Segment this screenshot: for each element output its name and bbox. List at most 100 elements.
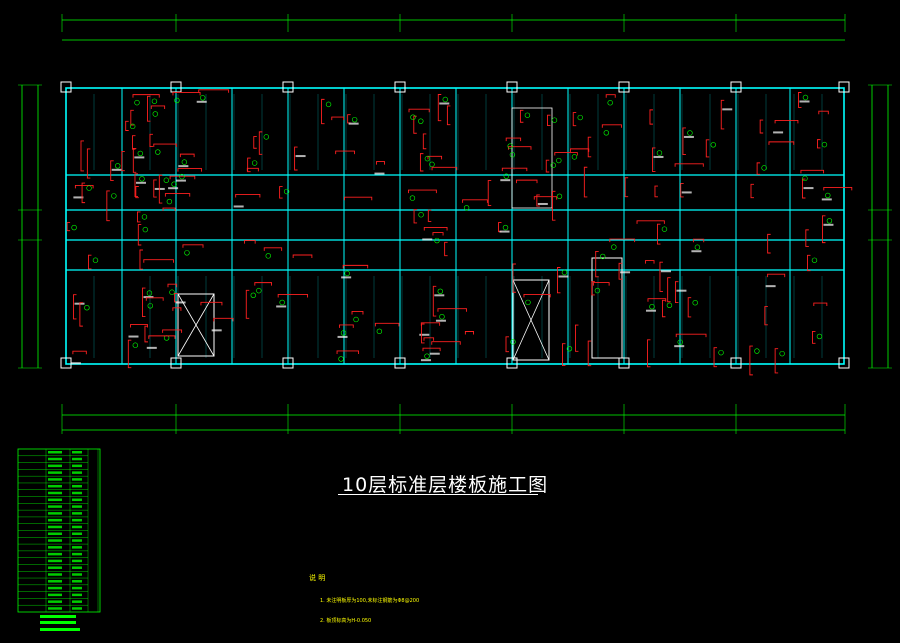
table-cell-text: [72, 573, 82, 576]
shaft: [177, 293, 215, 357]
rebar-bar: [421, 323, 425, 344]
rebar-bar: [569, 148, 590, 152]
table-cell-text: [72, 491, 82, 495]
table-cell-text: [48, 539, 62, 542]
rebar-bar: [125, 120, 129, 131]
column: [282, 81, 294, 93]
rebar-tag: [163, 177, 170, 183]
rebar-bar: [818, 110, 829, 115]
column: [506, 81, 518, 93]
column: [838, 81, 850, 93]
rebar-label: [422, 238, 433, 241]
rebar-label: [374, 172, 385, 175]
rebar-label: [348, 122, 359, 125]
rebar-tag: [550, 162, 556, 168]
rebar-tag: [439, 314, 445, 320]
table-cell-text: [72, 471, 82, 474]
rebar-bar: [132, 94, 160, 98]
rebar-tag: [141, 214, 148, 220]
rebar-bar: [73, 294, 77, 320]
rebar-bar: [624, 177, 629, 198]
rebar-bar: [172, 307, 182, 311]
rebar-bar: [294, 146, 298, 171]
table-cell-text: [72, 546, 82, 549]
rebar-tag: [152, 111, 158, 117]
rebar-bar: [813, 302, 828, 307]
rebar-bar: [66, 222, 71, 232]
rebar-bar: [153, 179, 157, 198]
rebar-bar: [147, 95, 151, 122]
rebar-label: [419, 333, 430, 336]
table-cell-text: [48, 484, 62, 488]
rebar-bar: [562, 343, 566, 366]
rebar-bar: [618, 262, 623, 280]
rebar-label: [128, 335, 139, 338]
rebar-tag: [687, 130, 693, 136]
rebar-bar: [106, 190, 110, 222]
table-cell-text: [48, 559, 62, 563]
stair: [591, 257, 623, 359]
shaft-cross: [512, 279, 550, 361]
table-cell-text: [48, 593, 62, 597]
table-cell-text: [48, 505, 62, 508]
rebar-label: [558, 275, 569, 278]
table-cell-text: [72, 505, 82, 508]
rebar-bar: [336, 350, 360, 354]
rebar-bar: [464, 331, 474, 335]
rebar-bar: [595, 251, 599, 278]
rebar-tag: [171, 181, 177, 187]
column: [618, 81, 630, 93]
rebar-bar: [198, 89, 230, 93]
rebar-label: [653, 155, 664, 158]
rebar-bar: [487, 180, 492, 206]
rebar-bar: [674, 281, 679, 304]
rebar-bar: [692, 238, 705, 243]
rebar-bar: [805, 229, 809, 247]
rebar-tag: [507, 143, 513, 149]
rebar-label: [154, 187, 165, 190]
table-cell-text: [72, 464, 82, 468]
rebar-tag: [256, 287, 262, 294]
rebar-label: [111, 168, 122, 171]
table-cell-text: [48, 532, 62, 535]
rebar-bar: [432, 232, 444, 236]
rebar-bar: [245, 289, 250, 319]
rebar-tag: [147, 303, 153, 309]
rebar-bar: [177, 168, 202, 172]
rebar-bar: [258, 131, 263, 155]
note-1: 1. 未注明板厚为100,未标注钢筋为Φ8@200: [320, 598, 420, 604]
rebar-bar: [583, 166, 588, 198]
rebar-bar: [244, 240, 256, 244]
column: [838, 357, 850, 369]
core: [511, 107, 553, 209]
rebar-bar: [86, 148, 91, 179]
rebar-tag: [418, 118, 424, 124]
rebar-bar: [768, 141, 795, 145]
rebar-label: [175, 179, 186, 182]
rebar-label: [799, 100, 810, 103]
rebar-bar: [130, 109, 134, 126]
rebar-tag: [146, 290, 153, 296]
rebar-tag: [666, 302, 673, 309]
column: [170, 357, 182, 369]
rebar-label: [722, 108, 733, 111]
rebar-bar: [137, 211, 141, 223]
rebar-bar: [162, 207, 176, 212]
rebar-bar: [149, 133, 153, 147]
rebar-tag: [181, 159, 188, 165]
rebar-bar: [427, 155, 443, 160]
rebar-bar: [132, 135, 136, 150]
rebar-label: [429, 352, 440, 355]
rebar-bar: [713, 347, 718, 368]
rebar-tag: [551, 117, 558, 123]
rebar-tag: [661, 226, 668, 232]
rebar-bar: [139, 249, 143, 270]
rebar-label: [691, 250, 702, 253]
rebar-bar: [162, 329, 183, 333]
rebar-tag: [649, 303, 655, 310]
rebar-label: [337, 335, 348, 338]
rebar-bar: [145, 297, 164, 301]
rebar-bar: [423, 337, 435, 341]
rebar-tag: [166, 198, 173, 205]
rebar-label: [168, 187, 179, 190]
